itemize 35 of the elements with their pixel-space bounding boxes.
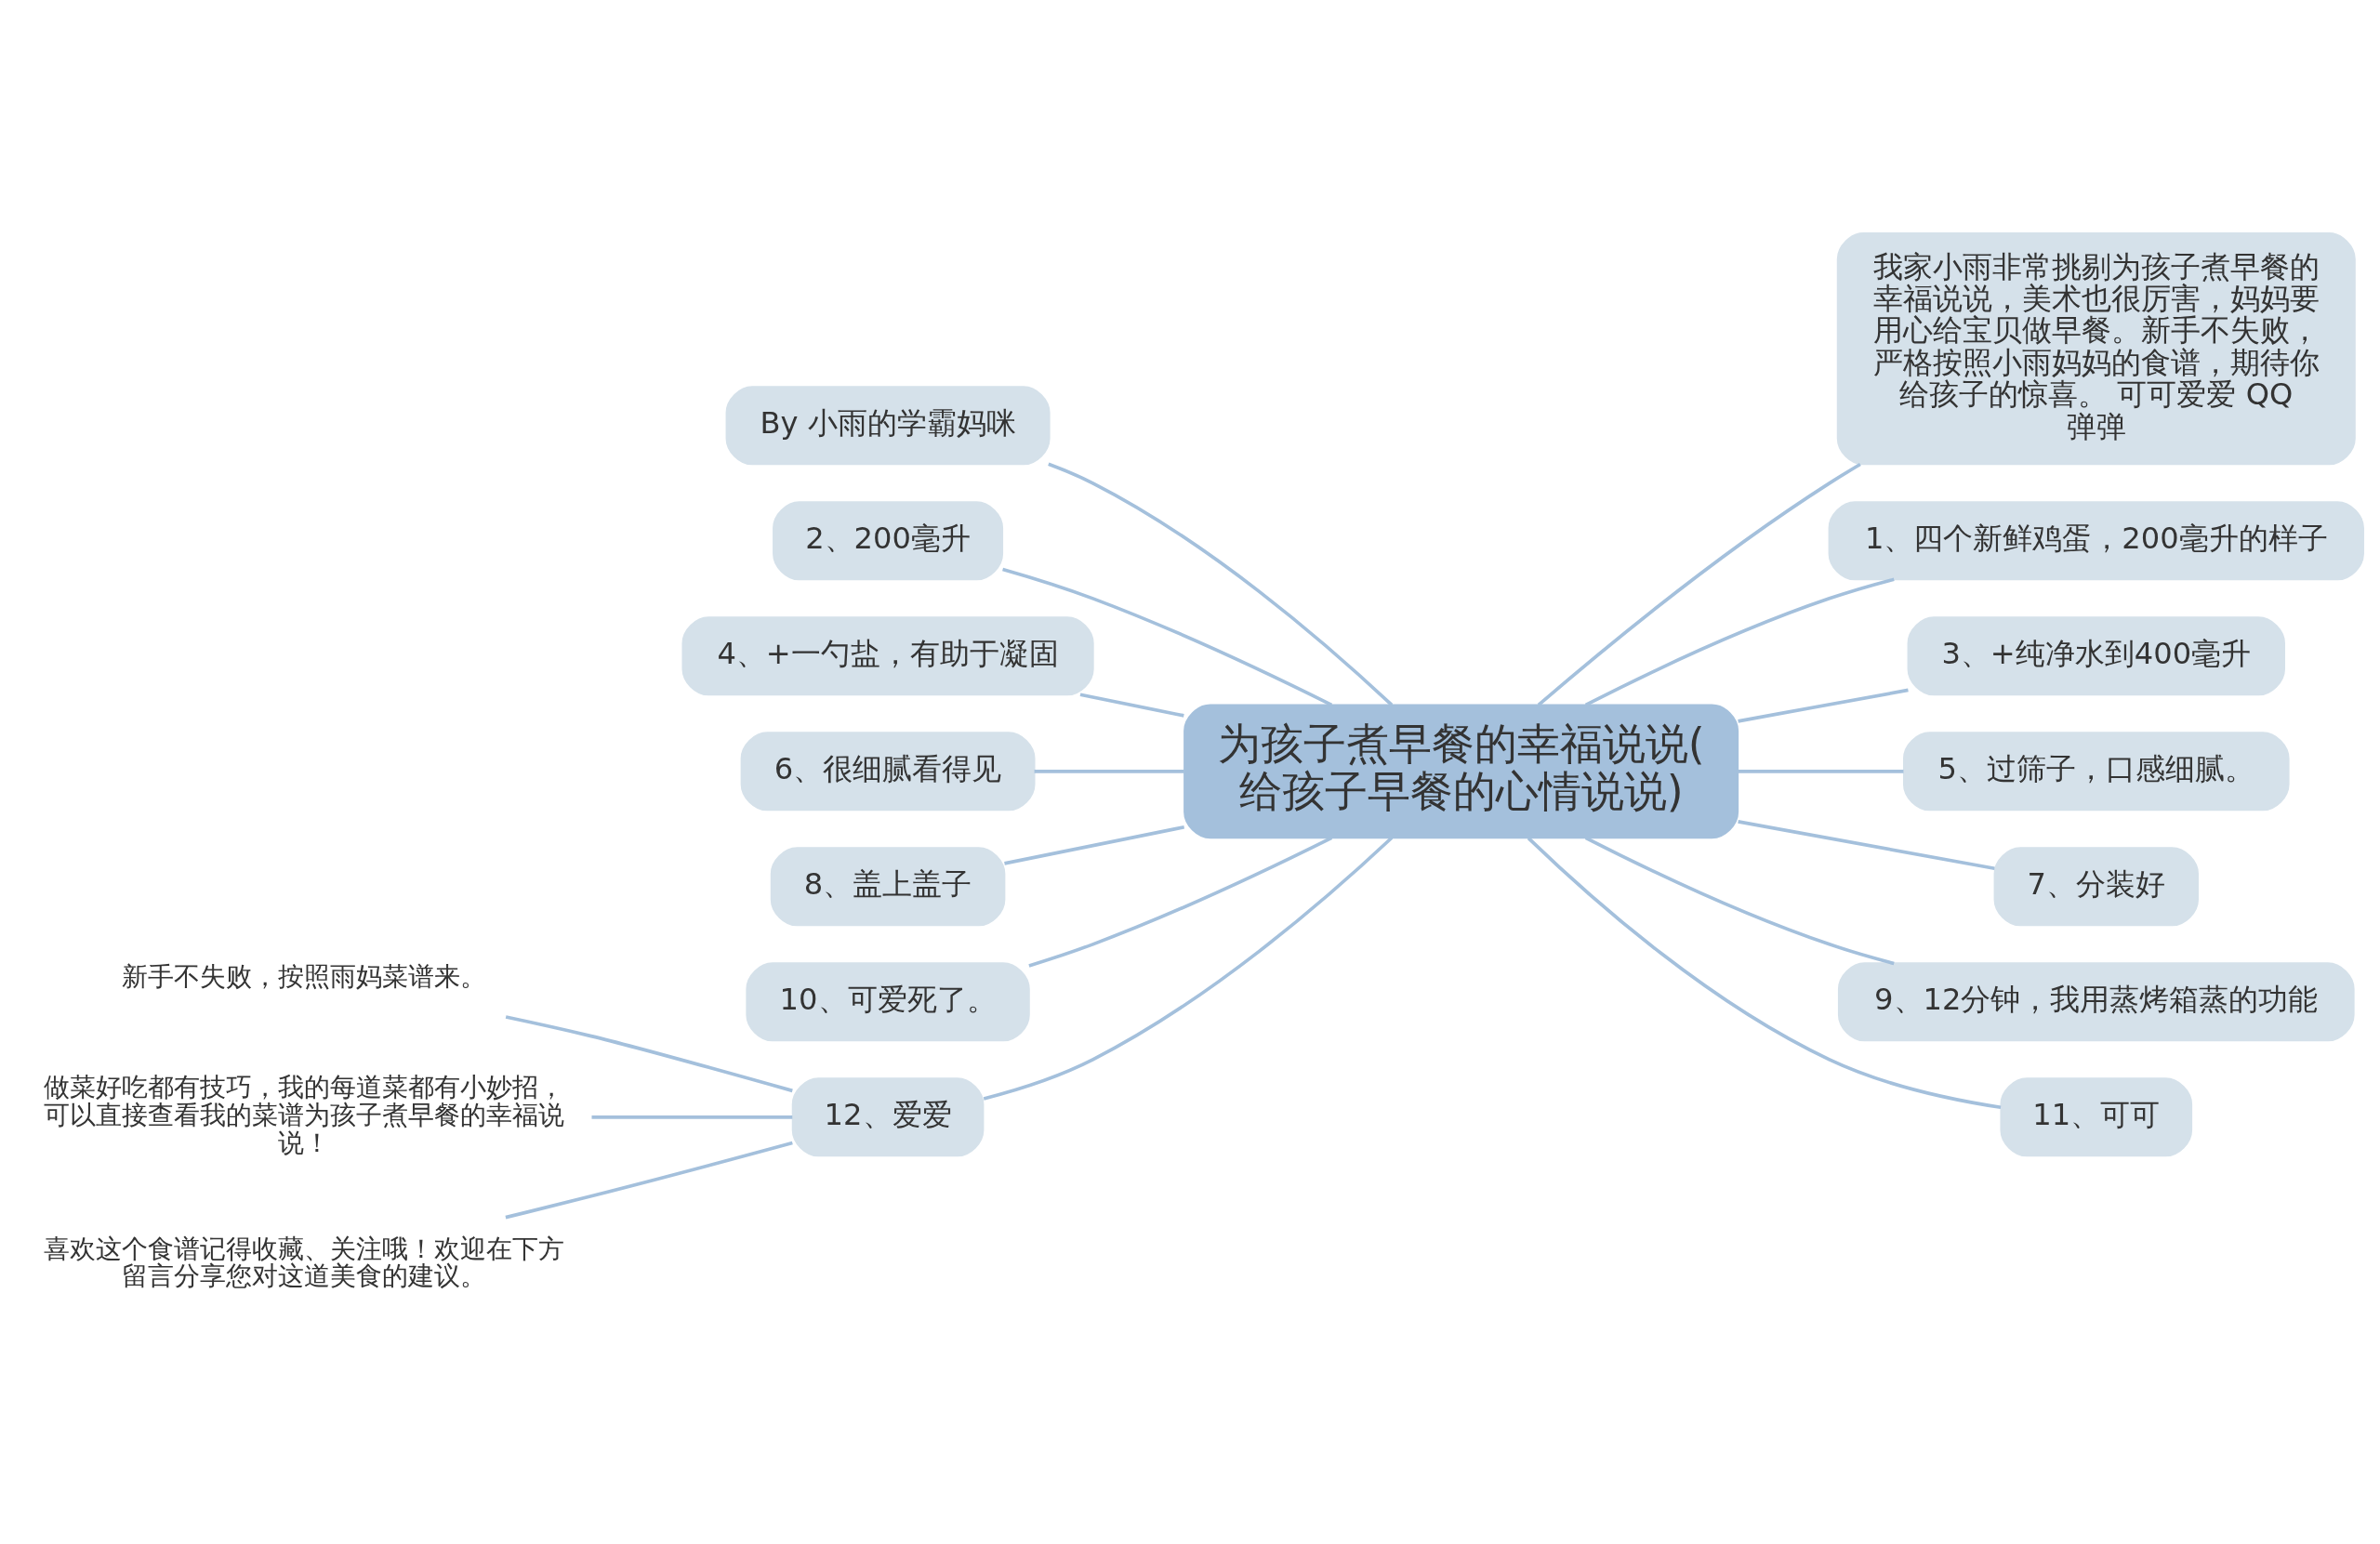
connector <box>505 1014 793 1092</box>
node-box: 5、过筛子，口感细腻。 <box>1902 731 2290 811</box>
connector <box>505 1141 793 1219</box>
connector <box>1738 769 1904 773</box>
node-box: By 小雨的学霸妈咪 <box>725 385 1051 465</box>
node-box: 3、+纯净水到400毫升 <box>1907 615 2285 695</box>
connector <box>1527 836 2002 1109</box>
connector <box>1002 567 1333 706</box>
node-box: 9、12分钟，我用蒸烤箱蒸的功能 <box>1837 961 2355 1041</box>
connector <box>1028 836 1333 968</box>
node-box: 10、可爱死了。 <box>746 961 1030 1041</box>
connector <box>1048 462 1394 706</box>
connector <box>1584 576 1895 706</box>
node-box: 2、200毫升 <box>773 500 1004 580</box>
node-box: 6、很细腻看得见 <box>740 731 1036 811</box>
node-box: 4、+一勺盐，有助于凝固 <box>681 615 1094 695</box>
connector <box>591 1115 793 1119</box>
node-box: 12、爱爱 <box>791 1076 985 1156</box>
node-text: 喜欢这个食谱记得收藏、关注哦！欢迎在下方留言分享您对这道美食的建议。 <box>44 1232 565 1290</box>
connector <box>1738 819 1995 870</box>
node-box: 我家小雨非常挑剔为孩子煮早餐的幸福说说，美术也很厉害，妈妈要用心给宝贝做早餐。新手不失败，严格按照小雨妈妈的食谱，期待你给孩子的惊喜。 可可爱爱 QQ弹弹 <box>1836 231 2356 465</box>
node-text: 新手不失败，按照雨妈菜谱来。 <box>122 960 487 991</box>
connector <box>1584 836 1895 965</box>
connector <box>1034 769 1184 773</box>
connector <box>1004 825 1185 865</box>
node-box: 1、四个新鲜鸡蛋，200毫升的样子 <box>1828 500 2364 580</box>
node-box: 7、分装好 <box>1993 846 2199 926</box>
connector <box>1738 688 1909 723</box>
connector <box>1537 462 1861 706</box>
node-box: 为孩子煮早餐的幸福说说(给孩子早餐的心情说说) <box>1183 704 1739 838</box>
connector <box>983 836 1394 1101</box>
node-box: 11、可可 <box>2000 1076 2193 1156</box>
node-text: 做菜好吃都有技巧，我的每道菜都有小妙招，可以直接查看我的菜谱为孩子煮早餐的幸福说说！ <box>44 1071 565 1157</box>
connector <box>1079 693 1184 718</box>
node-box: 8、盖上盖子 <box>770 846 1006 926</box>
